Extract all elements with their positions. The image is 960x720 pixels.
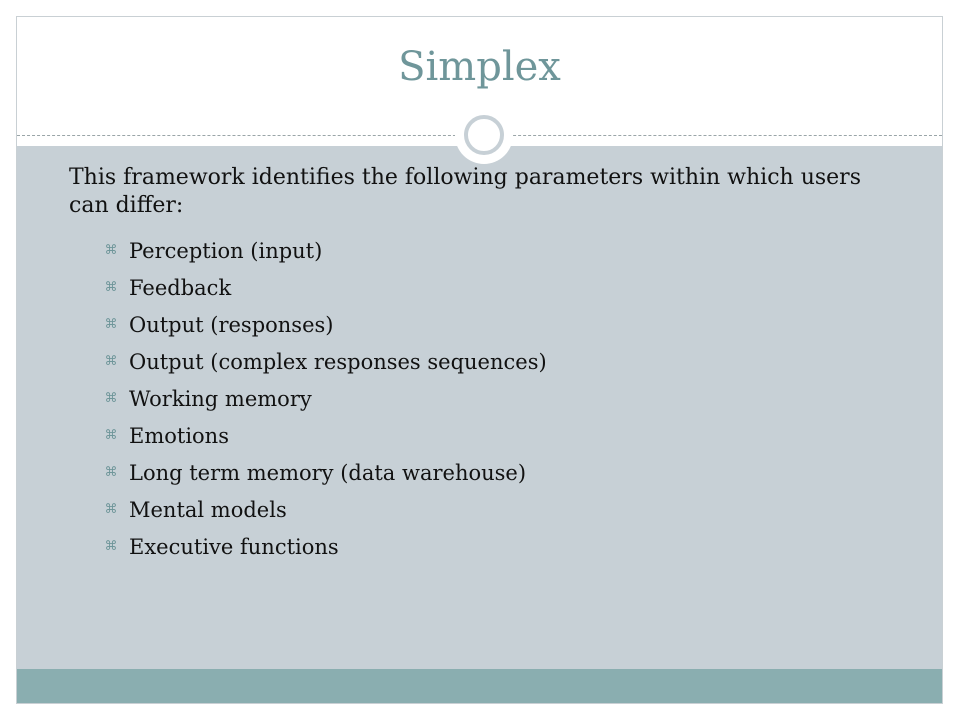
slide: Simplex This framework identifies the fo… (16, 16, 943, 704)
cross-bullet-icon: ⌘ (104, 428, 118, 443)
bullet-list: ⌘ Perception (input) ⌘ Feedback ⌘ Output… (103, 232, 547, 565)
list-item: ⌘ Output (responses) (103, 306, 547, 343)
slide-title: Simplex (398, 44, 561, 90)
bullet-text: Output (complex responses sequences) (129, 349, 547, 374)
cross-bullet-icon: ⌘ (104, 539, 118, 554)
footer-band (17, 669, 942, 703)
bullet-text: Emotions (129, 423, 229, 448)
list-item: ⌘ Output (complex responses sequences) (103, 343, 547, 380)
cross-bullet-icon: ⌘ (104, 391, 118, 406)
ring-icon (464, 115, 504, 155)
list-item: ⌘ Emotions (103, 417, 547, 454)
list-item: ⌘ Long term memory (data warehouse) (103, 454, 547, 491)
list-item: ⌘ Working memory (103, 380, 547, 417)
cross-bullet-icon: ⌘ (104, 317, 118, 332)
list-item: ⌘ Perception (input) (103, 232, 547, 269)
content-area: This framework identifies the following … (17, 146, 942, 671)
bullet-text: Executive functions (129, 534, 339, 559)
bullet-text: Working memory (129, 386, 312, 411)
cross-bullet-icon: ⌘ (104, 465, 118, 480)
bullet-text: Output (responses) (129, 312, 334, 337)
bullet-text: Perception (input) (129, 238, 323, 263)
cross-bullet-icon: ⌘ (104, 243, 118, 258)
bullet-text: Long term memory (data warehouse) (129, 460, 527, 485)
cross-bullet-icon: ⌘ (104, 502, 118, 517)
cross-bullet-icon: ⌘ (104, 354, 118, 369)
list-item: ⌘ Feedback (103, 269, 547, 306)
list-item: ⌘ Executive functions (103, 528, 547, 565)
bullet-text: Mental models (129, 497, 287, 522)
bullet-text: Feedback (129, 275, 232, 300)
list-item: ⌘ Mental models (103, 491, 547, 528)
circle-ornament-icon (455, 106, 513, 164)
intro-text: This framework identifies the following … (69, 165, 861, 218)
cross-bullet-icon: ⌘ (104, 280, 118, 295)
